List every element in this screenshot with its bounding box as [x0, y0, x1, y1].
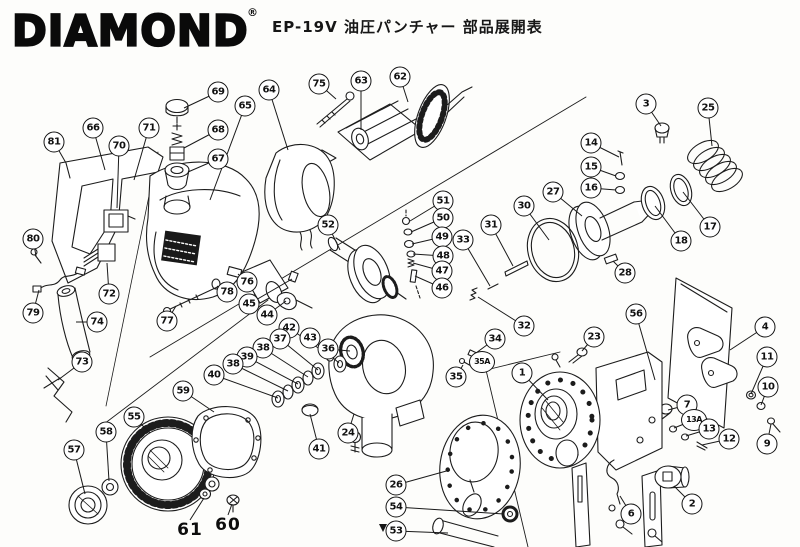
callout-balloon-81: 81: [43, 131, 65, 153]
registered-trademark-mark: ®: [247, 6, 259, 19]
callout-balloon-35A: 35A: [469, 351, 495, 373]
callout-balloon-27: 27: [542, 181, 564, 203]
callout-balloon-18: 18: [670, 230, 692, 252]
callout-balloon-43: 43: [299, 327, 321, 349]
frame-plate: [668, 278, 737, 428]
callout-balloon-65: 65: [234, 95, 256, 117]
callout-balloon-53: 53: [385, 520, 407, 542]
callout-balloon-25: 25: [697, 97, 719, 119]
callout-balloon-23: 23: [583, 326, 605, 348]
callout-balloon-4: 4: [754, 316, 776, 338]
callout-balloon-64: 64: [258, 79, 280, 101]
callout-balloon-16: 16: [580, 177, 602, 199]
callout-balloon-76: 76: [236, 271, 258, 293]
callout-balloon-70: 70: [108, 135, 130, 157]
callout-balloon-44: 44: [256, 304, 278, 326]
callout-balloon-59: 59: [172, 380, 194, 402]
callout-balloon-32: 32: [513, 315, 535, 337]
link-parts: [277, 271, 312, 309]
callout-balloon-77: 77: [156, 310, 178, 332]
piston-assembly: [326, 236, 406, 308]
callout-balloon-28: 28: [614, 262, 636, 284]
plain-number-label-61: 61: [177, 520, 203, 540]
callout-balloon-15: 15: [580, 156, 602, 178]
callout-balloon-14: 14: [580, 132, 602, 154]
motor-housing: [146, 162, 288, 305]
callout-balloon-57: 57: [63, 439, 85, 461]
leader-line: [189, 497, 205, 521]
callout-balloon-37: 37: [269, 328, 291, 350]
leader-line: [635, 313, 656, 381]
callout-balloon-41: 41: [308, 438, 330, 460]
callout-balloon-68: 68: [207, 119, 229, 141]
callout-balloon-24: 24: [337, 422, 359, 444]
callout-balloon-30: 30: [513, 195, 535, 217]
callout-balloon-45: 45: [238, 293, 260, 315]
gasket-plate: [433, 410, 527, 524]
leader-line: [213, 374, 279, 399]
gear-case: [302, 315, 433, 457]
callout-balloon-73: 73: [71, 351, 93, 373]
callout-balloon-13: 13: [698, 418, 720, 440]
callout-balloon-17: 17: [699, 216, 721, 238]
callout-balloon-26: 26: [385, 474, 407, 496]
callout-balloon-69: 69: [207, 81, 229, 103]
callout-balloon-63: 63: [350, 70, 372, 92]
callout-balloon-11: 11: [756, 346, 778, 368]
callout-balloon-38: 38: [222, 353, 244, 375]
callout-balloon-36: 36: [317, 338, 339, 360]
callout-balloon-9: 9: [756, 433, 778, 455]
callout-balloon-56: 56: [625, 303, 647, 325]
callout-balloon-75: 75: [308, 73, 330, 95]
pump-body: [460, 350, 663, 470]
sheet-header: DIAMOND® EP-19V 油圧パンチャー 部品展開表: [11, 5, 792, 57]
coil-spring: [684, 136, 746, 197]
sheet-title: EP-19V 油圧パンチャー 部品展開表: [272, 18, 543, 36]
leader-line: [209, 105, 246, 201]
callout-balloon-62: 62: [389, 66, 411, 88]
callout-balloon-6: 6: [620, 503, 642, 525]
callout-balloon-34: 34: [484, 328, 506, 350]
callout-balloon-67: 67: [207, 148, 229, 170]
callout-balloon-31: 31: [480, 214, 502, 236]
callout-balloon-66: 66: [82, 117, 104, 139]
stator-group: [69, 407, 261, 524]
leader-line: [395, 506, 505, 515]
bottom-right-parts: [379, 460, 689, 547]
callout-balloon-58: 58: [95, 421, 117, 443]
callout-balloon-35: 35: [445, 366, 467, 388]
brand-logo: DIAMOND: [11, 5, 249, 57]
brush-cap-parts: [165, 100, 189, 190]
callout-balloon-72: 72: [98, 283, 120, 305]
callout-balloon-2: 2: [681, 493, 703, 515]
callout-balloon-55: 55: [123, 406, 145, 428]
callout-balloon-40: 40: [203, 364, 225, 386]
callout-balloon-54: 54: [385, 496, 407, 518]
callout-balloon-74: 74: [86, 311, 108, 333]
callout-balloon-46: 46: [431, 277, 453, 299]
plain-number-label-60: 60: [215, 515, 241, 535]
callout-balloon-49: 49: [431, 226, 453, 248]
callout-balloon-52: 52: [317, 214, 339, 236]
callout-balloon-50: 50: [432, 207, 454, 229]
callout-balloon-79: 79: [22, 302, 44, 324]
callout-balloon-71: 71: [138, 117, 160, 139]
callout-balloon-10: 10: [757, 376, 779, 398]
oring-and-pins: [470, 212, 586, 300]
leader-line: [227, 503, 233, 516]
callout-balloon-80: 80: [22, 228, 44, 250]
callout-balloon-3: 3: [635, 93, 657, 115]
callout-balloon-12: 12: [718, 428, 740, 450]
callout-balloon-78: 78: [216, 281, 238, 303]
callout-balloon-1: 1: [511, 362, 533, 384]
callout-balloon-33: 33: [452, 229, 474, 251]
long-bolt-and-washer: [317, 92, 371, 152]
field-housing: [265, 144, 335, 250]
